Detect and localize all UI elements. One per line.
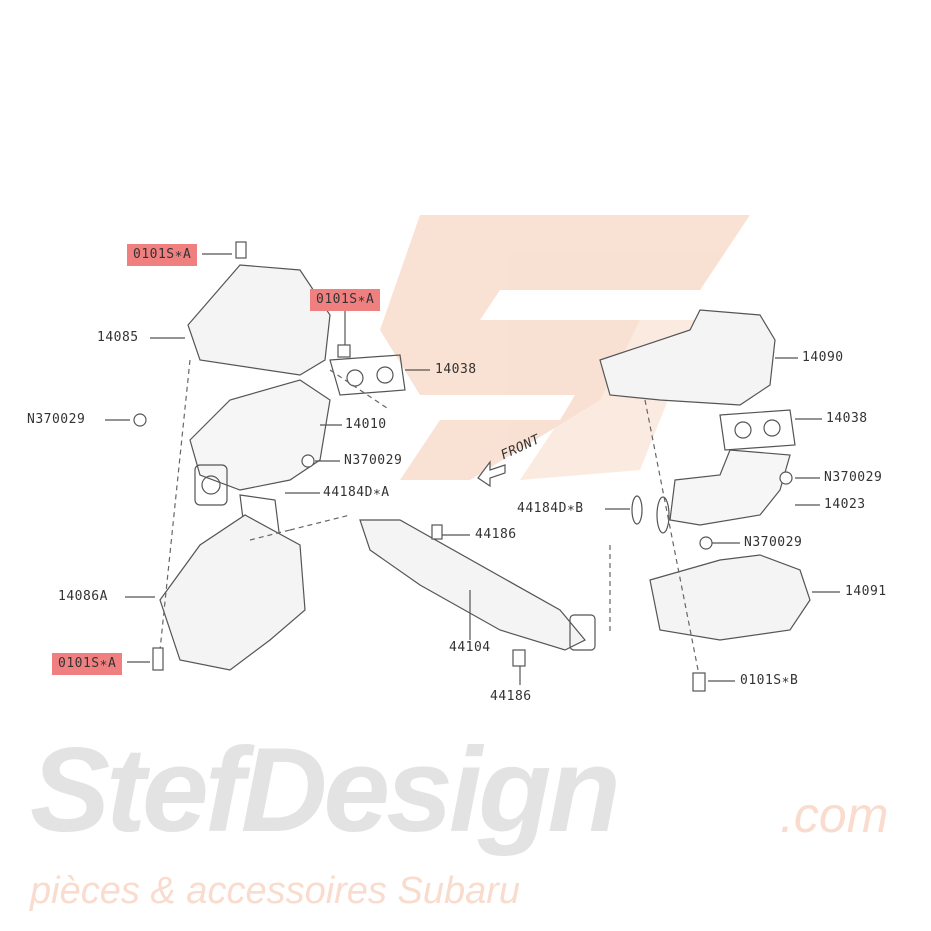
heat-shield-14086a <box>159 514 306 671</box>
callout-14085[interactable]: 14085 <box>97 330 139 345</box>
front-arrow-icon <box>477 460 506 488</box>
callout-0101s-a-top-mid[interactable]: 0101S∗A <box>310 289 381 311</box>
heat-shield-14091 <box>649 554 811 641</box>
watermark-brand: StefDesign <box>30 723 621 857</box>
bolt-icon <box>431 524 443 540</box>
callout-n370029-left[interactable]: N370029 <box>344 453 403 468</box>
watermark-tagline: pièces & accessoires Subaru <box>30 870 521 912</box>
exhaust-manifold-14023 <box>669 449 791 526</box>
nut-icon <box>779 471 793 485</box>
heat-shield-14085 <box>187 264 331 376</box>
exhaust-manifold-14010 <box>189 379 331 491</box>
callout-44186-lower[interactable]: 44186 <box>490 689 532 704</box>
bolt-icon <box>235 241 247 259</box>
callout-n370029-far-left[interactable]: N370029 <box>27 412 86 427</box>
callout-44184d-a[interactable]: 44184D∗A <box>323 485 390 500</box>
callout-44186-upper[interactable]: 44186 <box>475 527 517 542</box>
callout-0101s-a-top-left[interactable]: 0101S∗A <box>127 244 198 266</box>
nut-icon <box>133 413 147 427</box>
front-pipe-44104 <box>359 519 586 651</box>
nut-icon <box>699 536 713 550</box>
callout-44184d-b[interactable]: 44184D∗B <box>517 501 584 516</box>
bolt-icon <box>152 647 164 671</box>
callout-0101s-a-bottom-left[interactable]: 0101S∗A <box>52 653 123 675</box>
callout-0101s-b[interactable]: 0101S∗B <box>740 673 799 688</box>
callout-n370029-right[interactable]: N370029 <box>824 470 883 485</box>
callout-14023[interactable]: 14023 <box>824 497 866 512</box>
watermark-domain: .com <box>780 787 889 843</box>
bolt-icon <box>337 344 351 358</box>
callout-14090[interactable]: 14090 <box>802 350 844 365</box>
callout-14086a[interactable]: 14086A <box>58 589 108 604</box>
nut-icon <box>301 454 315 468</box>
callout-14038-left[interactable]: 14038 <box>435 362 477 377</box>
bolt-icon <box>692 672 706 692</box>
gasket-14038-right <box>719 409 796 451</box>
gasket-14038-left <box>329 354 406 396</box>
callout-44104[interactable]: 44104 <box>449 640 491 655</box>
callout-n370029-lower-right[interactable]: N370029 <box>744 535 803 550</box>
callout-14091[interactable]: 14091 <box>845 584 887 599</box>
heat-shield-14090 <box>599 309 776 406</box>
callout-14010[interactable]: 14010 <box>345 417 387 432</box>
callout-14038-right[interactable]: 14038 <box>826 411 868 426</box>
bolt-icon <box>512 649 526 667</box>
